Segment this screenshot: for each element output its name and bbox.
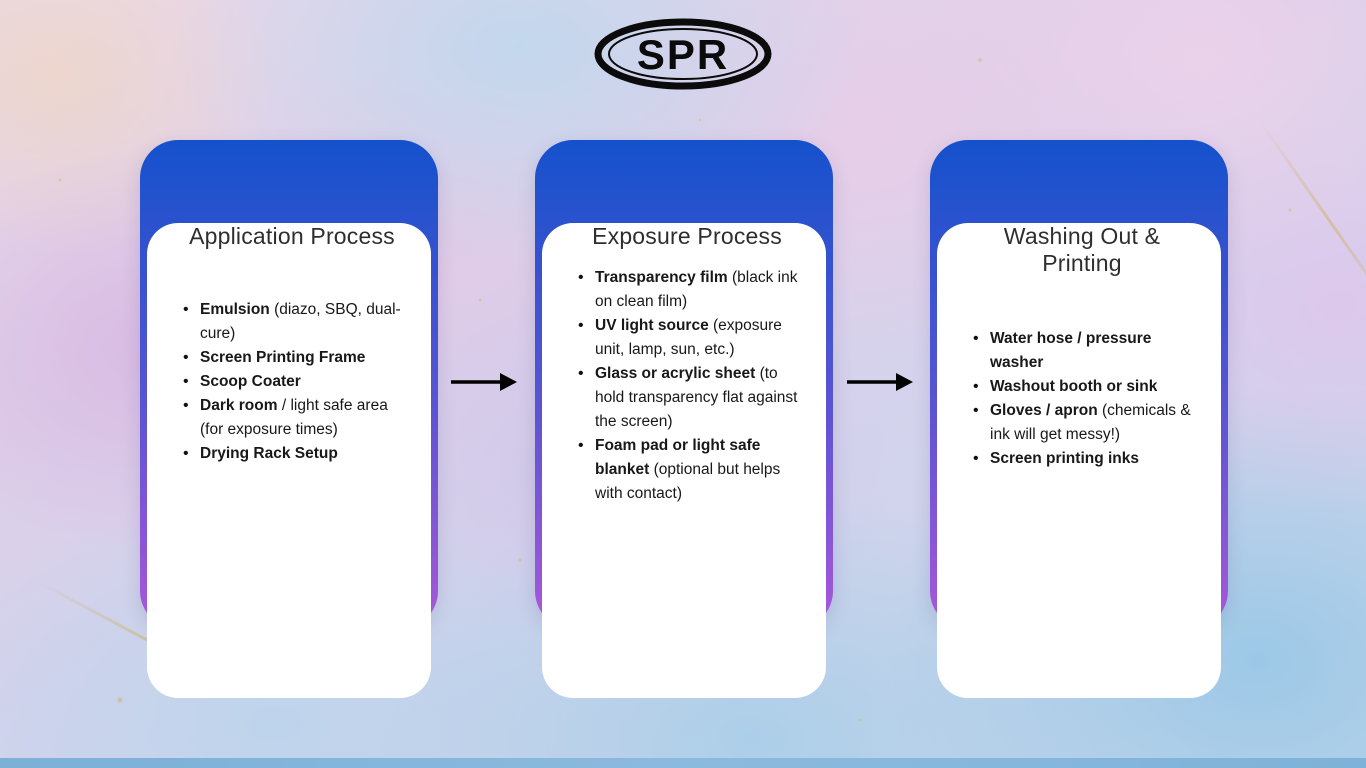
card-exposure-process: Exposure Process Transparency film (blac… [535,140,833,698]
card-body: Application Process Emulsion (diazo, SBQ… [147,223,431,698]
card-washing-out-printing: Washing Out & Printing Water hose / pres… [930,140,1228,698]
spr-logo: SPR [592,16,774,92]
list-item: Screen Printing Frame [183,346,411,370]
card-application-process: Application Process Emulsion (diazo, SBQ… [140,140,438,698]
list-item: Transparency film (black ink on clean fi… [578,266,806,314]
bottom-border-strip [0,758,1366,768]
spr-logo-text: SPR [637,31,729,78]
flow-arrow-icon [845,368,915,396]
list-item: Foam pad or light safe blanket (optional… [578,434,806,506]
card-list: Emulsion (diazo, SBQ, dual-cure)Screen P… [173,298,411,466]
card-title: Application Process [189,223,395,249]
list-item: Drying Rack Setup [183,442,411,466]
spr-logo-icon: SPR [594,18,772,90]
card-list: Transparency film (black ink on clean fi… [568,266,806,506]
list-item: Washout booth or sink [973,375,1201,399]
list-item: Gloves / apron (chemicals & ink will get… [973,399,1201,447]
list-item: Water hose / pressure washer [973,327,1201,375]
card-title: Exposure Process [592,223,782,249]
card-body: Washing Out & Printing Water hose / pres… [937,223,1221,698]
list-item: Scoop Coater [183,370,411,394]
card-body: Exposure Process Transparency film (blac… [542,223,826,698]
list-item: UV light source (exposure unit, lamp, su… [578,314,806,362]
list-item: Emulsion (diazo, SBQ, dual-cure) [183,298,411,346]
list-item: Screen printing inks [973,447,1201,471]
card-title: Washing Out & Printing [1003,223,1161,276]
list-item: Dark room / light safe area (for exposur… [183,394,411,442]
gold-streak [1259,122,1366,321]
card-list: Water hose / pressure washerWashout boot… [963,327,1201,471]
list-item: Glass or acrylic sheet (to hold transpar… [578,362,806,434]
flow-arrow-icon [449,368,519,396]
